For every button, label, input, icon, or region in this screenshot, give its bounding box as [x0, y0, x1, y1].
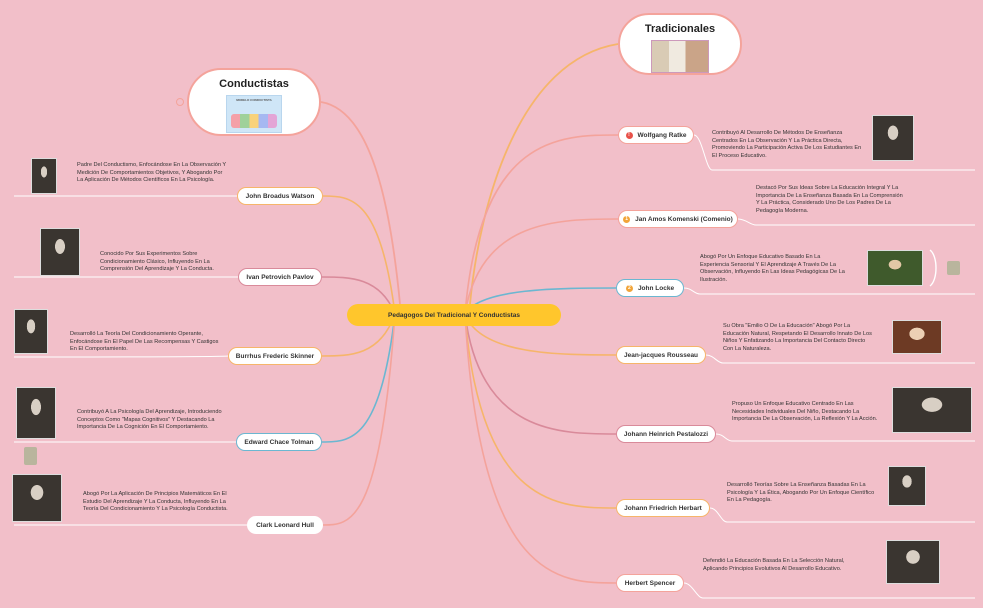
portrait-image: [14, 309, 48, 354]
person-description: Desarrolló La Teoría Del Condicionamient…: [70, 331, 219, 353]
branch-line: [464, 313, 617, 584]
leaf-line: [683, 582, 975, 599]
person-node[interactable]: ! Wolfgang Ratke: [618, 126, 694, 144]
portrait-image: [31, 158, 57, 194]
leaf-line: [693, 134, 975, 171]
person-description: Conocido Por Sus Experimentos Sobre Cond…: [100, 251, 214, 273]
branch-line: [320, 101, 401, 305]
portrait-image: [888, 466, 926, 506]
drag-handle[interactable]: [24, 447, 37, 465]
person-name: Johann Friedrich Herbart: [624, 504, 702, 512]
branch-line: [464, 218, 619, 315]
person-description: Abogó Por La Aplicación De Principios Ma…: [83, 491, 228, 513]
branch-line: [322, 313, 396, 526]
person-description: Su Obra "Emilio O De La Educación" Abogó…: [723, 323, 872, 352]
person-name: Clark Leonard Hull: [256, 521, 314, 529]
priority-badge-icon: 1: [623, 215, 631, 223]
person-node[interactable]: Burrhus Frederic Skinner: [228, 347, 322, 365]
person-node[interactable]: 2 John Locke: [616, 279, 684, 297]
portrait-image: [892, 387, 972, 433]
portrait-image: [867, 250, 923, 286]
leaf-line: [683, 287, 975, 295]
leaf-line: [715, 433, 975, 442]
person-node[interactable]: Edward Chace Tolman: [236, 433, 322, 451]
person-description: Abogó Por Un Enfoque Educativo Basado En…: [700, 254, 845, 283]
person-node[interactable]: Johann Friedrich Herbart: [616, 499, 710, 517]
leaf-line: [709, 507, 975, 523]
leaf-line: [13, 355, 229, 358]
portrait-image: [40, 228, 80, 276]
person-name: Burrhus Frederic Skinner: [235, 352, 315, 360]
person-name: Jean-jacques Rousseau: [623, 351, 699, 359]
branch-line: [469, 43, 619, 305]
branch-line: [322, 195, 396, 315]
leaf-line: [737, 218, 975, 226]
person-description: Defendió La Educación Basada En La Selec…: [703, 558, 845, 572]
person-name: Wolfgang Ratke: [637, 131, 687, 139]
drag-handle[interactable]: [947, 261, 960, 275]
branch-line: [464, 134, 619, 315]
person-node[interactable]: Ivan Petrovich Pavlov: [238, 268, 322, 286]
branch-line: [464, 313, 617, 435]
person-name: Herbert Spencer: [624, 579, 676, 587]
person-description: Contribuyó Al Desarrollo De Métodos De E…: [712, 130, 862, 159]
tradicionales-title: Tradicionales: [644, 23, 716, 35]
person-name: Ivan Petrovich Pavlov: [246, 273, 314, 281]
branch-line: [464, 313, 617, 509]
person-node[interactable]: Johann Heinrich Pestalozzi: [616, 425, 716, 443]
branch-line: [321, 276, 396, 315]
conductistas-image-caption: MODELO CONDUCTISTA: [236, 98, 272, 102]
person-node[interactable]: 1 Jan Amos Komenski (Comenio): [618, 210, 738, 228]
branch-line: [321, 313, 396, 443]
portrait-image: [12, 474, 62, 522]
person-description: Destacó Por Sus Ideas Sobre La Educación…: [756, 185, 903, 214]
conductistas-image: MODELO CONDUCTISTA: [226, 95, 282, 133]
person-node[interactable]: Herbert Spencer: [616, 574, 684, 592]
person-name: Jan Amos Komenski (Comenio): [635, 215, 733, 223]
person-node[interactable]: Clark Leonard Hull: [247, 516, 323, 534]
person-name: Edward Chace Tolman: [244, 438, 314, 446]
person-node[interactable]: Jean-jacques Rousseau: [616, 346, 706, 364]
central-topic[interactable]: Pedagogos Del Tradicional Y Conductistas: [347, 304, 561, 326]
person-description: Contribuyó A La Psicología Del Aprendiza…: [77, 409, 222, 431]
branch-line: [464, 313, 617, 356]
portrait-image: [872, 115, 914, 161]
leaf-line: [705, 354, 975, 364]
priority-badge-icon: !: [625, 131, 633, 139]
tradicionales-topic[interactable]: Tradicionales: [618, 13, 742, 75]
portrait-image: [886, 540, 940, 584]
person-name: Johann Heinrich Pestalozzi: [623, 430, 709, 438]
collapse-ring-icon[interactable]: [176, 98, 184, 106]
person-description: Propuso Un Enfoque Educativo Centrado En…: [732, 401, 878, 423]
portrait-image: [892, 320, 942, 354]
tradicionales-image: [651, 40, 709, 73]
person-name: John Locke: [637, 284, 675, 292]
priority-badge-icon: 2: [625, 284, 633, 292]
central-topic-label: Pedagogos Del Tradicional Y Conductistas: [388, 311, 520, 319]
portrait-image: [16, 387, 56, 439]
person-name: John Broadus Watson: [245, 192, 315, 200]
person-description: Padre Del Conductismo, Enfocándose En La…: [77, 162, 227, 184]
bracket-icon: [929, 249, 937, 287]
person-node[interactable]: John Broadus Watson: [237, 187, 323, 205]
conductistas-title: Conductistas: [219, 78, 289, 90]
conductistas-topic[interactable]: Conductistas MODELO CONDUCTISTA: [187, 68, 321, 136]
person-description: Desarrolló Teorías Sobre La Enseñanza Ba…: [727, 482, 875, 504]
